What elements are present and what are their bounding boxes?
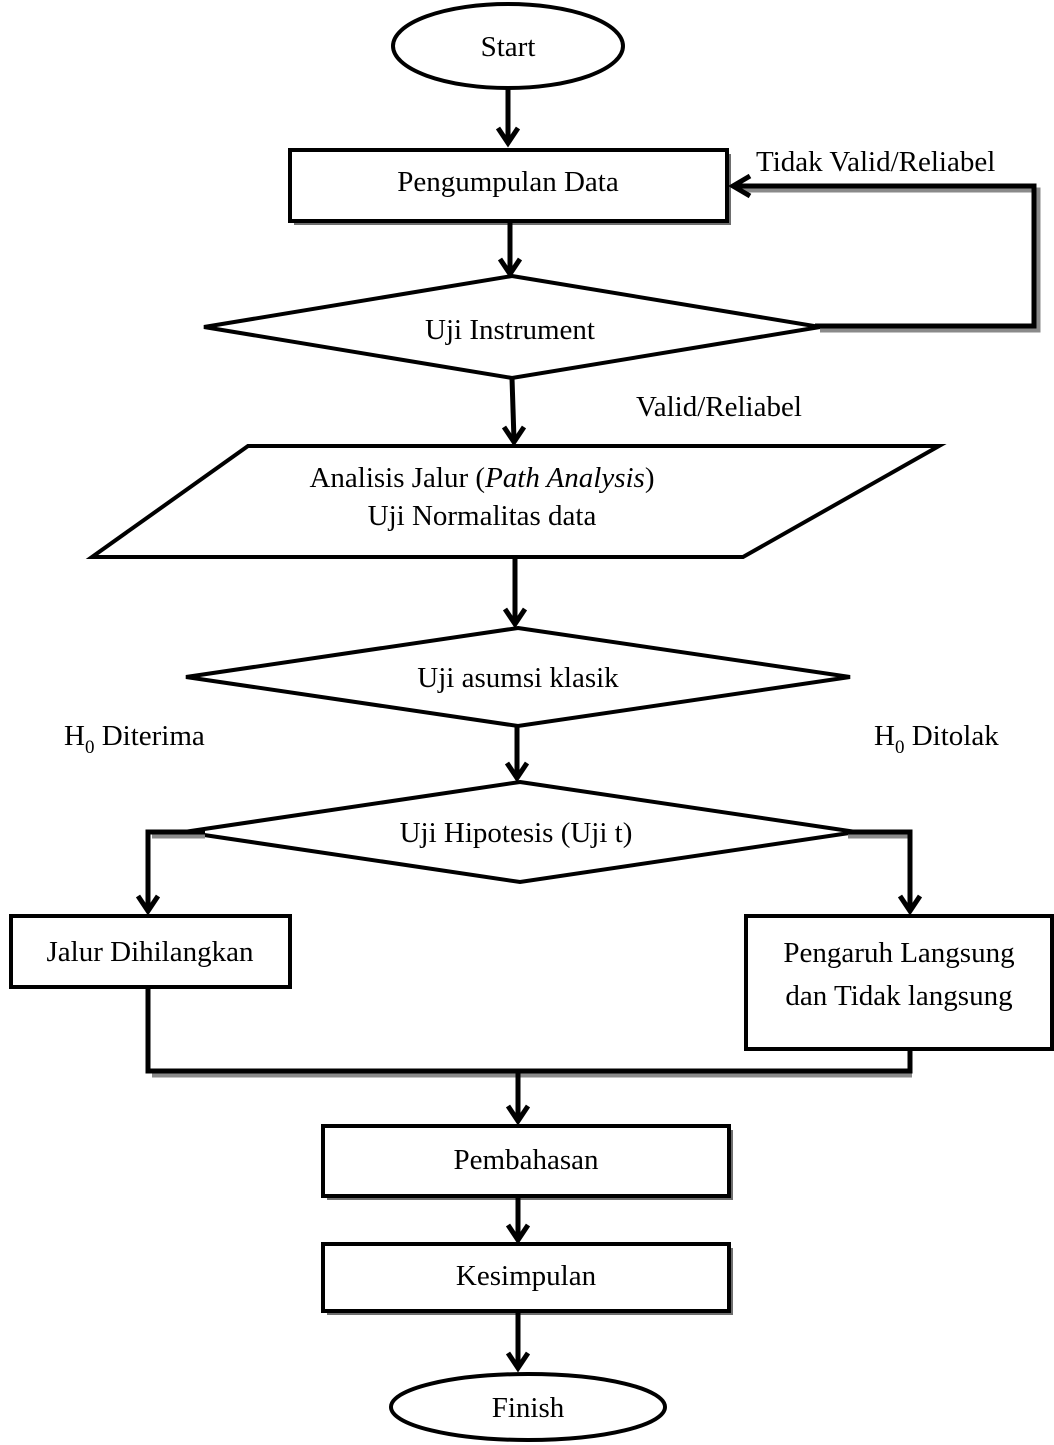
- h0-diterima-subscript: 0: [85, 737, 95, 758]
- uji-asumsi-decision: Uji asumsi klasik: [185, 625, 851, 729]
- h0-ditolak-subscript: 0: [895, 737, 905, 758]
- h0-ditolak-text: Ditolak: [904, 720, 999, 752]
- h0-ditolak-h: H: [874, 720, 895, 752]
- arrow-uji-instrument-to-analisis: [501, 377, 527, 447]
- jalur-dihilangkan-box: Jalur Dihilangkan: [9, 914, 292, 989]
- uji-hipotesis-decision: Uji Hipotesis (Uji t): [183, 779, 857, 885]
- arrow-pembahasan-to-kesimpulan: [505, 1196, 531, 1245]
- merge-connector: [145, 987, 913, 1078]
- arrow-uji-asumsi-to-uji-hipotesis: [504, 726, 530, 783]
- arrow-to-pengaruh: [848, 829, 923, 916]
- uji-instrument-label: Uji Instrument: [425, 314, 595, 346]
- h0-diterima-label: H0 Diterima: [64, 720, 205, 758]
- analisis-label-part1: Analisis Jalur (: [309, 462, 485, 494]
- arrow-to-jalur-dihilangkan: [135, 829, 205, 916]
- analisis-label-part3: ): [645, 462, 655, 494]
- valid-label: Valid/Reliabel: [636, 391, 802, 423]
- arrow-start-to-pengumpulan: [495, 88, 521, 148]
- h0-diterima-text: Diterima: [94, 720, 204, 752]
- start-node: Start: [391, 2, 625, 90]
- feedback-loop-tidak-valid: [728, 173, 1041, 333]
- tidak-valid-label: Tidak Valid/Reliabel: [756, 146, 995, 178]
- analisis-label-italic: Path Analysis: [484, 462, 645, 494]
- finish-node: Finish: [389, 1372, 667, 1442]
- pengaruh-label-line2: dan Tidak langsung: [785, 980, 1012, 1012]
- start-label: Start: [481, 31, 536, 63]
- pembahasan-label: Pembahasan: [454, 1144, 599, 1176]
- kesimpulan-box: Kesimpulan: [321, 1242, 733, 1315]
- jalur-dihilangkan-label: Jalur Dihilangkan: [47, 936, 254, 968]
- uji-normalitas-label: Uji Normalitas data: [368, 500, 597, 532]
- analisis-jalur-label: Analisis Jalur (Path Analysis): [309, 462, 654, 494]
- analisis-jalur-box: Analisis Jalur (Path Analysis) Uji Norma…: [85, 444, 947, 559]
- uji-instrument-decision: Uji Instrument: [203, 273, 821, 381]
- h0-ditolak-label: H0 Ditolak: [874, 720, 999, 758]
- uji-asumsi-label: Uji asumsi klasik: [417, 662, 619, 694]
- pengumpulan-data-label: Pengumpulan Data: [397, 166, 619, 198]
- arrow-merge-to-pembahasan: [505, 1071, 531, 1126]
- arrow-kesimpulan-to-finish: [505, 1311, 531, 1373]
- pembahasan-box: Pembahasan: [321, 1124, 733, 1200]
- h0-diterima-h: H: [64, 720, 85, 752]
- finish-label: Finish: [492, 1392, 565, 1424]
- uji-hipotesis-label: Uji Hipotesis (Uji t): [400, 817, 633, 849]
- pengaruh-label-line1: Pengaruh Langsung: [783, 937, 1014, 969]
- kesimpulan-label: Kesimpulan: [456, 1260, 597, 1292]
- arrow-analisis-to-uji-asumsi: [502, 557, 528, 629]
- pengaruh-box: Pengaruh Langsung dan Tidak langsung: [744, 914, 1054, 1051]
- pengumpulan-data-box: Pengumpulan Data: [288, 148, 731, 225]
- arrow-pengumpulan-to-uji-instrument: [497, 221, 523, 279]
